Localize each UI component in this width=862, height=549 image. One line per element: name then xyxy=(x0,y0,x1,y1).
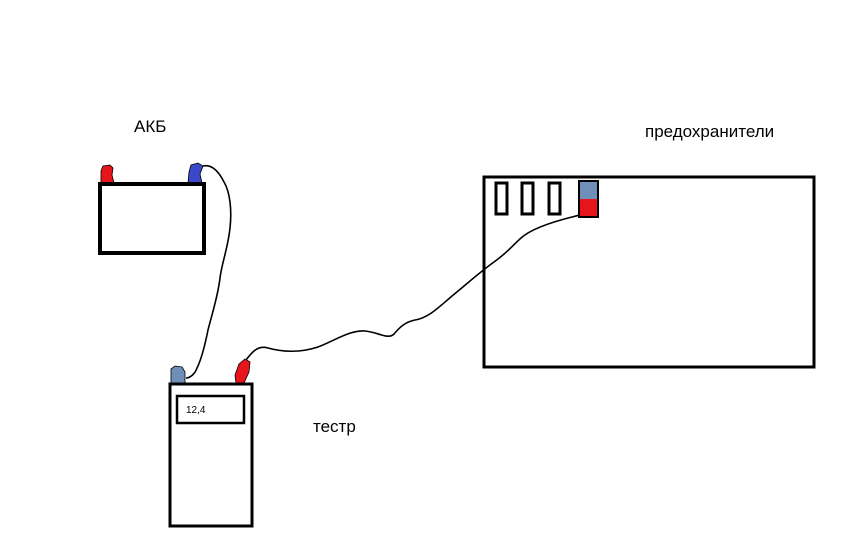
battery-red-terminal xyxy=(100,164,115,184)
fuse-4-outline xyxy=(578,180,599,218)
fuse-1 xyxy=(494,181,509,216)
tester-display xyxy=(175,394,246,425)
tester-gray-probe xyxy=(170,365,186,384)
battery-blue-terminal xyxy=(187,162,204,184)
fuse-4-red-half xyxy=(580,199,597,216)
battery-label: АКБ xyxy=(134,117,166,136)
tester-reading: 12,4 xyxy=(186,405,206,416)
fuse-4 xyxy=(578,180,599,218)
tester-label: тестр xyxy=(313,417,356,436)
fuse-2 xyxy=(520,181,535,216)
battery-body xyxy=(98,182,206,255)
fuse-box-body xyxy=(482,175,816,369)
fuse-4-blue-half xyxy=(580,182,597,199)
tester-body xyxy=(168,382,254,528)
tester-red-probe xyxy=(234,358,251,384)
fuse-3 xyxy=(547,181,562,216)
wire-battery-to-tester xyxy=(185,164,232,379)
wire-tester-to-fuse xyxy=(245,209,589,361)
fuse-box-label: предохранители xyxy=(645,122,774,141)
